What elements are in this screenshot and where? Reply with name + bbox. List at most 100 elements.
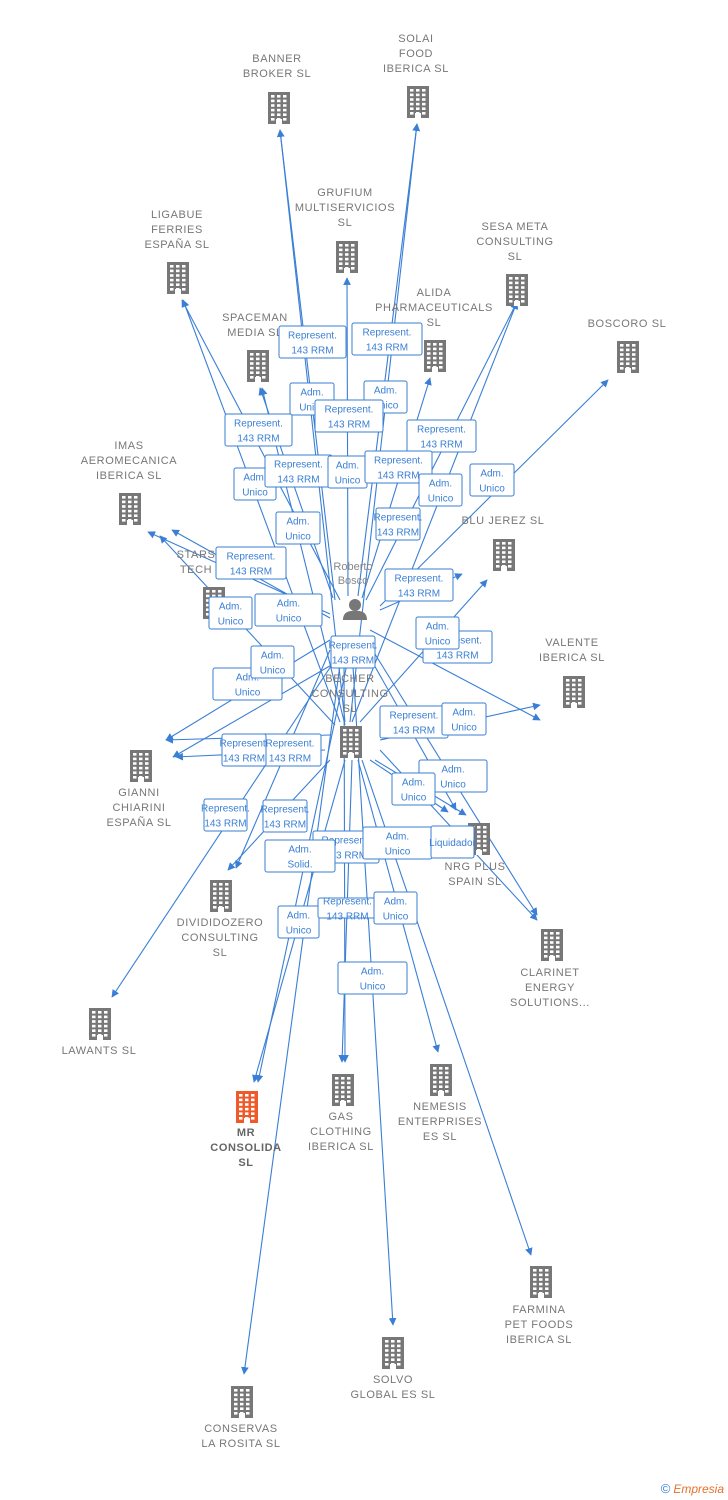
edge-label[interactable]: Adm.Unico [337, 961, 408, 995]
edge-label-box [262, 799, 308, 833]
edge-label-text: Unico [286, 926, 312, 937]
edge-label-text: Adm. [361, 967, 384, 978]
edge-label[interactable]: Represent.143 RRM [406, 419, 477, 453]
company-name-line: CONSULTING [311, 688, 388, 700]
edge-label[interactable]: Represent.143 RRM [364, 450, 433, 484]
edge-label[interactable]: Adm.Unico [327, 455, 368, 489]
edge-label[interactable]: Adm.Unico [418, 473, 463, 507]
building-icon [541, 929, 563, 961]
edge-label-text: Adm. [384, 897, 407, 908]
edge-line [276, 129, 346, 723]
company-name-line: FOOD [399, 48, 433, 60]
edge-label[interactable]: Represent.143 RRM [379, 705, 449, 739]
edge-label-text: Unico [479, 484, 505, 495]
edge-label-box [278, 325, 347, 359]
edge-label-text: Adm. [219, 602, 242, 613]
edge-label[interactable]: Represent.143 RRM [351, 322, 423, 356]
edge-label[interactable]: Adm.Unico [373, 891, 418, 925]
edge-label-text: Unico [299, 403, 325, 414]
company-node-lawants[interactable]: LAWANTS SL [62, 1008, 137, 1057]
edge-label[interactable]: Represent. 143 RRM [201, 798, 250, 832]
building-icon [493, 539, 515, 571]
company-name-line: BOSCORO SL [588, 318, 667, 330]
edge-label-box [441, 702, 487, 736]
edge-label[interactable]: Adm.Unico [254, 593, 323, 627]
edge-label-text: Represent. [325, 405, 374, 416]
edge-label[interactable]: Represent.143 RRM [215, 546, 287, 580]
edge-label-text: Represent. [261, 805, 310, 816]
company-node-clarinet[interactable]: CLARINETENERGYSOLUTIONS... [510, 929, 590, 1009]
edge-label[interactable]: Represent.143 RRM [278, 325, 347, 359]
company-name-line: BECHER [325, 673, 374, 685]
edge-label[interactable]: Represent.143 RRM [258, 733, 322, 767]
edge-label-text: 143 RRM [269, 754, 311, 765]
building-icon [407, 86, 429, 118]
edge-label[interactable]: Represent.143 RRM [374, 507, 423, 541]
edge-label[interactable]: Represent.143 RRM [329, 635, 378, 669]
edge-label-text: Represent. [329, 641, 378, 652]
edge-label[interactable]: Represent.143 RRM [314, 399, 384, 433]
company-name-line: VALENTE [545, 637, 599, 649]
edge-label-text: Adm. [277, 599, 300, 610]
edge-label-text: Unico [385, 847, 411, 858]
edge-label[interactable]: Adm.Unico [277, 905, 320, 939]
edge-label-text: Adm. [336, 461, 359, 472]
edge-label[interactable]: Adm.Unico [391, 772, 436, 806]
edge-label[interactable]: Represent. 143 RRM [261, 799, 310, 833]
building-icon [382, 1337, 404, 1369]
edge-label[interactable]: Liquidador [429, 825, 477, 859]
company-name-line: SESA META [482, 221, 549, 233]
edge-label[interactable]: Represent.143 RRM [224, 413, 293, 447]
edge-label-box [277, 905, 320, 939]
edge-label[interactable]: Adm.Unico [208, 596, 253, 630]
edge-label-box [430, 825, 475, 859]
company-name-line: LA ROSITA SL [201, 1438, 280, 1450]
edge-label[interactable]: Adm.Unico [469, 463, 515, 497]
edge-label[interactable]: Represent.143 RRM [384, 568, 454, 602]
building-icon [231, 1386, 253, 1418]
edge-label[interactable]: Represent.143 RRM [220, 733, 269, 767]
edge-label[interactable]: Adm.Unico [418, 759, 488, 793]
company-name-line: GRUFIUM [317, 187, 373, 199]
edge-label-text: 143 RRM [204, 819, 246, 830]
edge-label[interactable]: Adm.Unico [275, 511, 321, 545]
edge-label[interactable]: Adm.Unico [250, 645, 295, 679]
edge-label[interactable]: Represent.143 RRM [264, 454, 333, 488]
company-name-line: SPAIN SL [448, 876, 502, 888]
company-name-line: SPACEMAN [222, 312, 288, 324]
company-name-line: CONSULTING [476, 236, 553, 248]
company-node-blujerez[interactable]: BLU JEREZ SL [461, 515, 544, 571]
edge-label[interactable]: Adm.Unico [415, 616, 460, 650]
edge-label-text: Represent. [201, 804, 250, 815]
edge-label[interactable]: Adm.Unico [441, 702, 487, 736]
company-node-boscoro[interactable]: BOSCORO SL [588, 318, 667, 373]
edge-line [181, 299, 341, 601]
brand-logo[interactable]: Empresia [673, 1482, 724, 1496]
edge-label-text: 143 RRM [264, 820, 306, 831]
edge-label-text: Adm. [441, 765, 464, 776]
edge-label[interactable]: Adm.Unico [362, 826, 433, 860]
building-icon [167, 262, 189, 294]
person-node[interactable]: Roberto Bosco [333, 561, 373, 620]
edge-label[interactable]: Adm.Solid. [264, 839, 336, 873]
edge-label[interactable]: Represent.143 RRM [317, 897, 378, 923]
edge-label-text: Represent. [363, 328, 412, 339]
